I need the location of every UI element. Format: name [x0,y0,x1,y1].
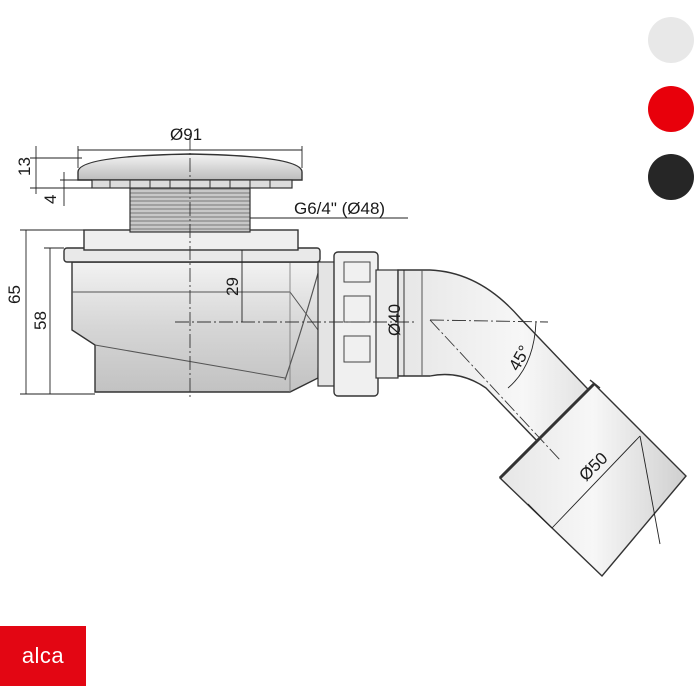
dim-outlet-diameter: Ø40 [385,304,404,336]
dim-cap-height: 13 [15,157,34,176]
dim-total-height: 65 [5,285,24,304]
dim-outlet-depth: 29 [223,277,242,296]
dim-cap-diameter: Ø91 [170,125,202,144]
dim-cap-gap: 4 [41,195,60,204]
centre-lines [175,136,561,461]
outlet-nut [317,251,399,397]
color-swatch-black[interactable] [648,154,694,200]
siphon-body [71,261,321,393]
dim-thread: G6/4" (Ø48) [294,199,385,218]
outlet-sleeve [498,379,687,578]
color-swatch-red[interactable] [648,86,694,132]
body-rim [63,229,321,263]
brand-logo-text: alca [21,643,65,668]
color-swatch-white[interactable] [648,17,694,63]
dim-body-height: 58 [31,311,50,330]
brand-logo: alca [0,626,86,686]
dimension-lines [20,146,661,545]
